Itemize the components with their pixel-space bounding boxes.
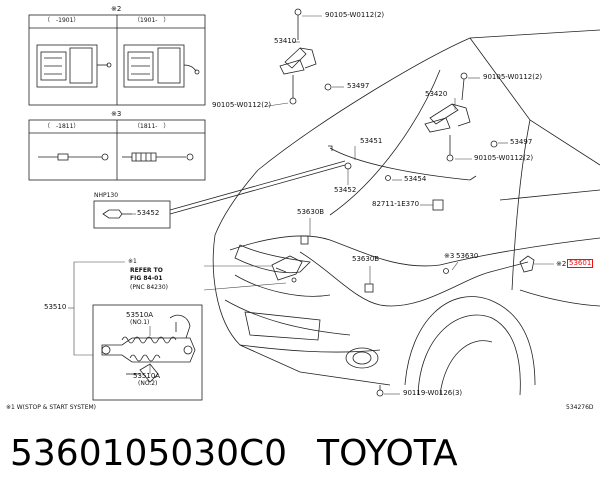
label-90105-w0112-right: 90105-W0112(2): [483, 73, 543, 81]
label-no2: (NO.2): [138, 380, 158, 387]
label-90105-w0112-top: 90105-W0112(2): [325, 11, 385, 19]
label-53601[interactable]: 53601: [567, 259, 594, 268]
part-number: 5360105030C0: [10, 433, 288, 474]
label-53630: 53630: [456, 252, 479, 260]
label-53630b-top: 53630B: [297, 208, 325, 216]
part-caption: 5360105030C0 TOYOTA: [10, 433, 488, 474]
label-nhp130: NHP130: [94, 192, 119, 199]
label-53452-main: 53452: [334, 186, 357, 194]
label-90105-w0112-left: 90105-W0112(2): [212, 101, 272, 109]
label-53630b-mid: 53630B: [352, 255, 380, 263]
box-2-header-2: （1901- ）: [134, 17, 170, 24]
footnote: ※1 W(STOP & START SYSTEM): [6, 404, 97, 411]
mark-3-53630: ※3: [444, 252, 455, 260]
detail-box-53510: [92, 304, 203, 401]
label-53454: 53454: [404, 175, 427, 183]
label-no1: (NO.1): [130, 319, 150, 326]
release-cable: [299, 251, 529, 307]
inset-box-nhp130: [93, 200, 171, 229]
label-53497-left: 53497: [347, 82, 370, 90]
label-53510a-bot: 53510A: [133, 372, 161, 380]
mark-3-box: ※3: [111, 110, 122, 118]
label-53420: 53420: [425, 90, 448, 98]
label-53497-right: 53497: [510, 138, 533, 146]
parts-diagram: [28, 8, 600, 401]
wheel-arch: [404, 296, 536, 386]
label-90119-w0126: 90119-W0126(3): [403, 389, 463, 397]
refer-line-2: FIG 84-01: [130, 275, 163, 282]
mark-2-box: ※2: [111, 5, 122, 13]
refer-line-3: (PNC 84230): [130, 284, 168, 291]
figure-code: 534276D: [566, 404, 594, 411]
box-3-header-2: （1811- ）: [134, 123, 170, 130]
car-roof-line: [257, 29, 600, 171]
label-53510: 53510: [44, 303, 67, 311]
mark-2-53601: ※2: [556, 260, 567, 268]
mark-1-refer: ※1: [128, 258, 137, 265]
brand-name: TOYOTA: [317, 433, 458, 474]
box-3-header-1: （ -1811）: [44, 123, 80, 130]
box-2-header-1: （ -1901）: [44, 17, 80, 24]
label-53410: 53410: [274, 37, 297, 45]
label-53451: 53451: [360, 137, 383, 145]
label-90105-w0112-mid: 90105-W0112(2): [474, 154, 534, 162]
tire: [417, 314, 521, 396]
label-82711-1e370: 82711-1E370: [372, 200, 420, 208]
refer-line-1: REFER TO: [130, 267, 163, 274]
label-53452-nhp: 53452: [137, 209, 160, 217]
label-53510a-top: 53510A: [126, 311, 154, 319]
